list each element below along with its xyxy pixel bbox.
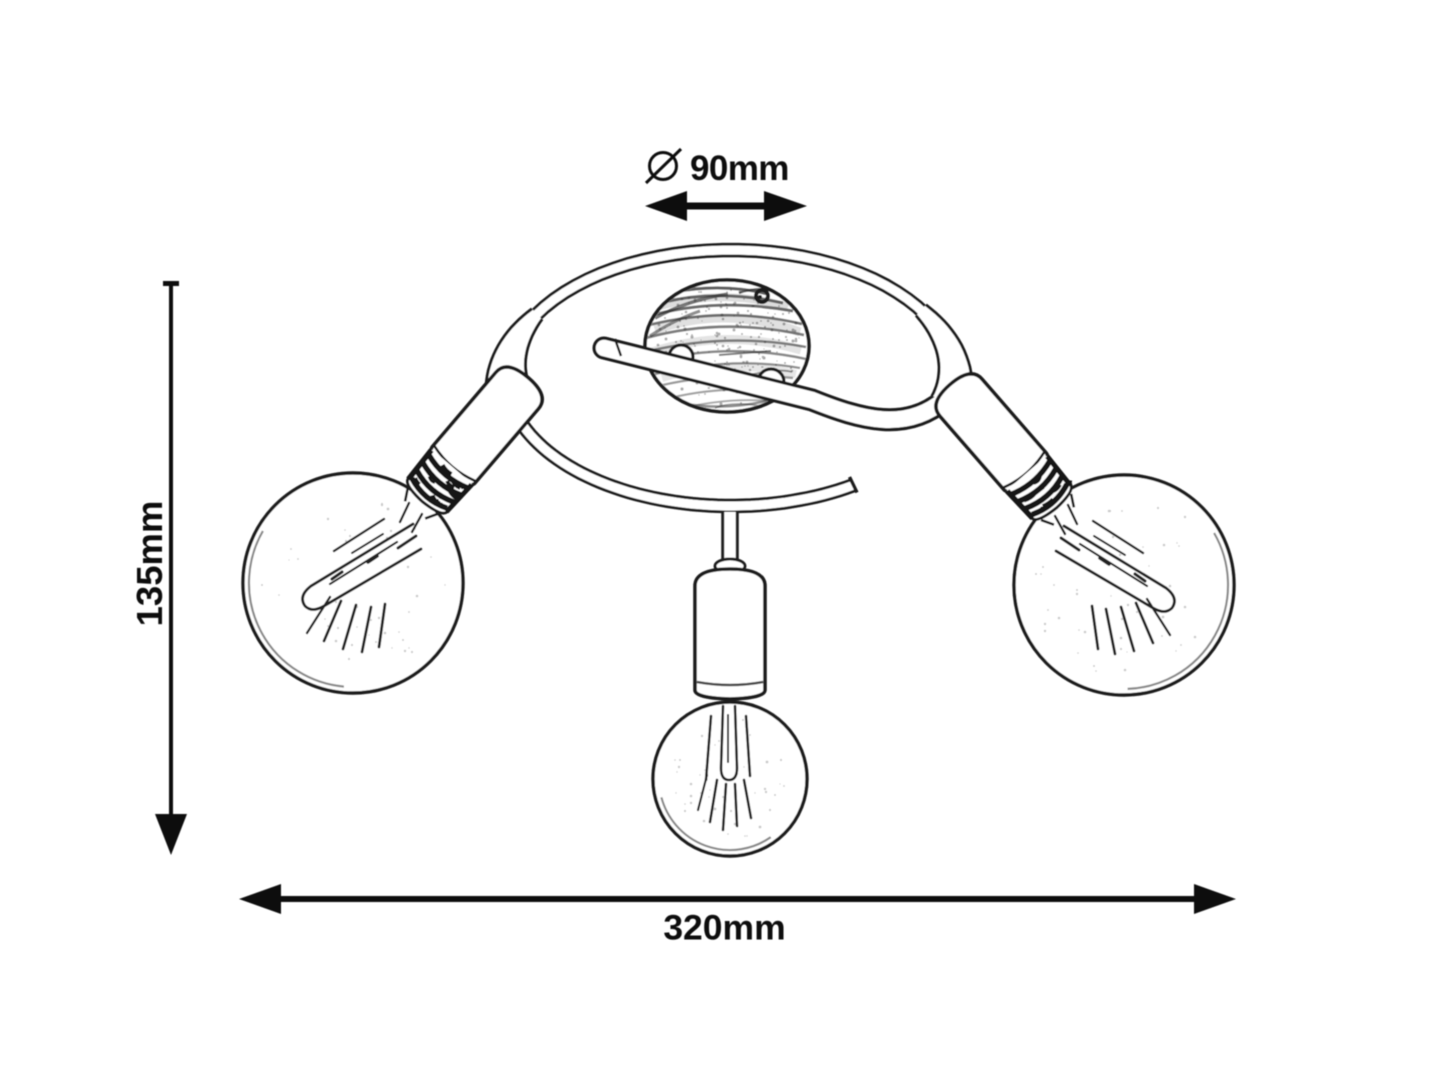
svg-text:135mm: 135mm [129,501,170,627]
svg-text:320mm: 320mm [663,908,785,948]
svg-text:90mm: 90mm [690,149,789,188]
